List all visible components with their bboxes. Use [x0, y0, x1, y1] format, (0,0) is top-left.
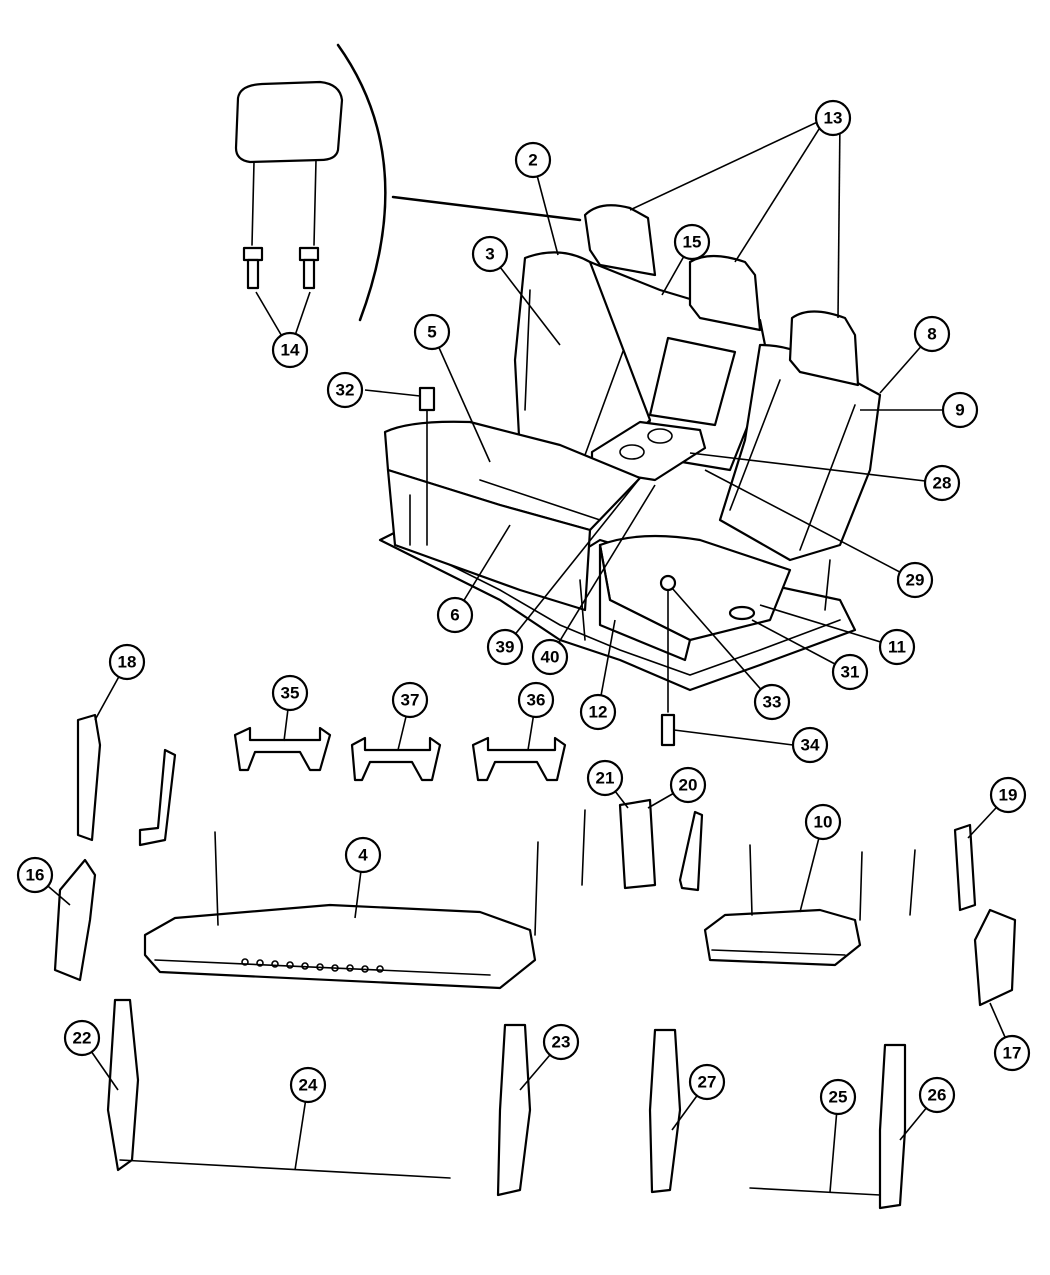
callout-24[interactable]: 24 [289, 1066, 327, 1104]
callout-16[interactable]: 16 [16, 856, 54, 894]
frame-holes [241, 958, 384, 973]
small-seat-frame [703, 844, 863, 967]
svg-text:34: 34 [801, 736, 820, 755]
svg-text:22: 22 [73, 1029, 92, 1048]
svg-text:20: 20 [679, 776, 698, 795]
callouts: 2 3 4 5 6 8 9 10 11 12 13 14 15 16 17 18… [16, 99, 1031, 1116]
callout-26[interactable]: 26 [918, 1076, 956, 1114]
callout-32[interactable]: 32 [326, 371, 364, 409]
callout-5[interactable]: 5 [413, 313, 451, 351]
callout-3[interactable]: 3 [471, 235, 509, 273]
svg-text:27: 27 [698, 1073, 717, 1092]
svg-text:35: 35 [281, 684, 300, 703]
svg-text:39: 39 [496, 638, 515, 657]
svg-text:24: 24 [299, 1076, 318, 1095]
svg-text:12: 12 [589, 703, 608, 722]
svg-text:36: 36 [527, 691, 546, 710]
callout-11[interactable]: 11 [878, 628, 916, 666]
callout-25[interactable]: 25 [819, 1078, 857, 1116]
callout-2[interactable]: 2 [514, 141, 552, 179]
rear-bench-seat-assembly [378, 204, 882, 747]
svg-text:33: 33 [763, 693, 782, 712]
callout-10[interactable]: 10 [804, 803, 842, 841]
callout-4[interactable]: 4 [344, 836, 382, 874]
svg-text:19: 19 [999, 786, 1018, 805]
svg-text:28: 28 [933, 474, 952, 493]
svg-text:23: 23 [552, 1033, 571, 1052]
svg-text:32: 32 [336, 381, 355, 400]
callout-35[interactable]: 35 [271, 674, 309, 712]
svg-text:13: 13 [824, 109, 843, 128]
svg-text:26: 26 [928, 1086, 947, 1105]
callout-15[interactable]: 15 [673, 223, 711, 261]
callout-36[interactable]: 36 [517, 681, 555, 719]
svg-text:40: 40 [541, 648, 560, 667]
callout-18[interactable]: 18 [108, 643, 146, 681]
callout-8[interactable]: 8 [913, 315, 951, 353]
callout-17[interactable]: 17 [993, 1034, 1031, 1072]
callout-39[interactable]: 39 [486, 628, 524, 666]
svg-text:10: 10 [814, 813, 833, 832]
svg-text:2: 2 [528, 151, 537, 170]
svg-text:15: 15 [683, 233, 702, 252]
svg-text:9: 9 [955, 401, 964, 420]
svg-text:4: 4 [358, 846, 368, 865]
svg-text:14: 14 [281, 341, 300, 360]
callout-34[interactable]: 34 [791, 726, 829, 764]
svg-text:21: 21 [596, 769, 615, 788]
callout-20[interactable]: 20 [669, 766, 707, 804]
svg-text:3: 3 [485, 245, 494, 264]
large-seat-frame [143, 831, 539, 990]
callout-21[interactable]: 21 [586, 759, 624, 797]
callout-23[interactable]: 23 [542, 1023, 580, 1061]
callout-13[interactable]: 13 [814, 99, 852, 137]
headrest-detail [234, 43, 582, 322]
callout-19[interactable]: 19 [989, 776, 1027, 814]
callout-28[interactable]: 28 [923, 464, 961, 502]
svg-text:31: 31 [841, 663, 860, 682]
svg-text:29: 29 [906, 571, 925, 590]
svg-text:11: 11 [888, 638, 906, 657]
svg-text:37: 37 [401, 691, 420, 710]
callout-37[interactable]: 37 [391, 681, 429, 719]
svg-text:16: 16 [26, 866, 45, 885]
side-brackets [53, 713, 1017, 1007]
callout-27[interactable]: 27 [688, 1063, 726, 1101]
callout-40[interactable]: 40 [531, 638, 569, 676]
svg-text:6: 6 [450, 606, 459, 625]
svg-text:25: 25 [829, 1088, 848, 1107]
svg-text:17: 17 [1003, 1044, 1022, 1063]
callout-12[interactable]: 12 [579, 693, 617, 731]
svg-text:5: 5 [427, 323, 436, 342]
callout-29[interactable]: 29 [896, 561, 934, 599]
callout-22[interactable]: 22 [63, 1019, 101, 1057]
callout-9[interactable]: 9 [941, 391, 979, 429]
callout-6[interactable]: 6 [436, 596, 474, 634]
callout-14[interactable]: 14 [271, 331, 309, 369]
hinge-covers [233, 726, 567, 782]
callout-33[interactable]: 33 [753, 683, 791, 721]
seat-tracks [106, 998, 907, 1210]
callout-31[interactable]: 31 [831, 653, 869, 691]
svg-text:8: 8 [927, 325, 936, 344]
svg-text:18: 18 [118, 653, 137, 672]
